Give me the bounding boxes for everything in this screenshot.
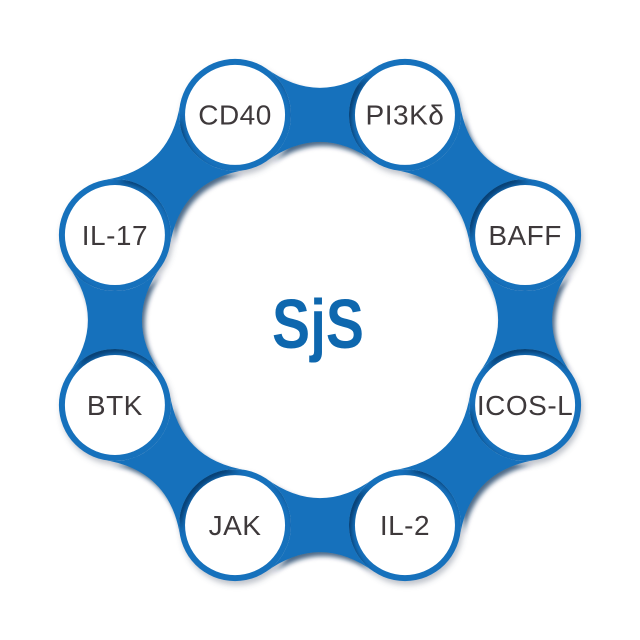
ring-connector-1 — [393, 103, 537, 247]
ring-connector-0 — [265, 67, 375, 162]
node-circle-il-17 — [64, 185, 165, 286]
node-circle-icos-l — [475, 354, 576, 455]
node-label-btk: BTK — [87, 390, 143, 421]
ring-connector-6 — [67, 265, 162, 375]
node-circle-cd40 — [185, 64, 286, 165]
node-label-icos-l: ICOS-L — [477, 390, 573, 421]
node-label-cd40: CD40 — [198, 100, 272, 131]
node-circle-jak — [185, 475, 286, 576]
ring-connector-5 — [103, 393, 247, 537]
node-label-jak: JAK — [209, 510, 262, 541]
node-circle-il-2 — [354, 475, 455, 576]
ring-connector-4 — [265, 478, 375, 573]
node-label-pi3k: PI3Kδ — [366, 100, 445, 131]
node-circle-pi3k — [354, 64, 455, 165]
node-label-il-17: IL-17 — [82, 220, 148, 251]
ring-connector-7 — [103, 103, 247, 247]
node-label-baff: BAFF — [488, 220, 562, 251]
node-label-il-2: IL-2 — [380, 510, 430, 541]
node-circle-baff — [475, 185, 576, 286]
ring-connector-3 — [393, 393, 537, 537]
node-circle-btk — [64, 354, 165, 455]
ring-connector-2 — [478, 265, 573, 375]
center-label: SjS — [272, 285, 364, 363]
